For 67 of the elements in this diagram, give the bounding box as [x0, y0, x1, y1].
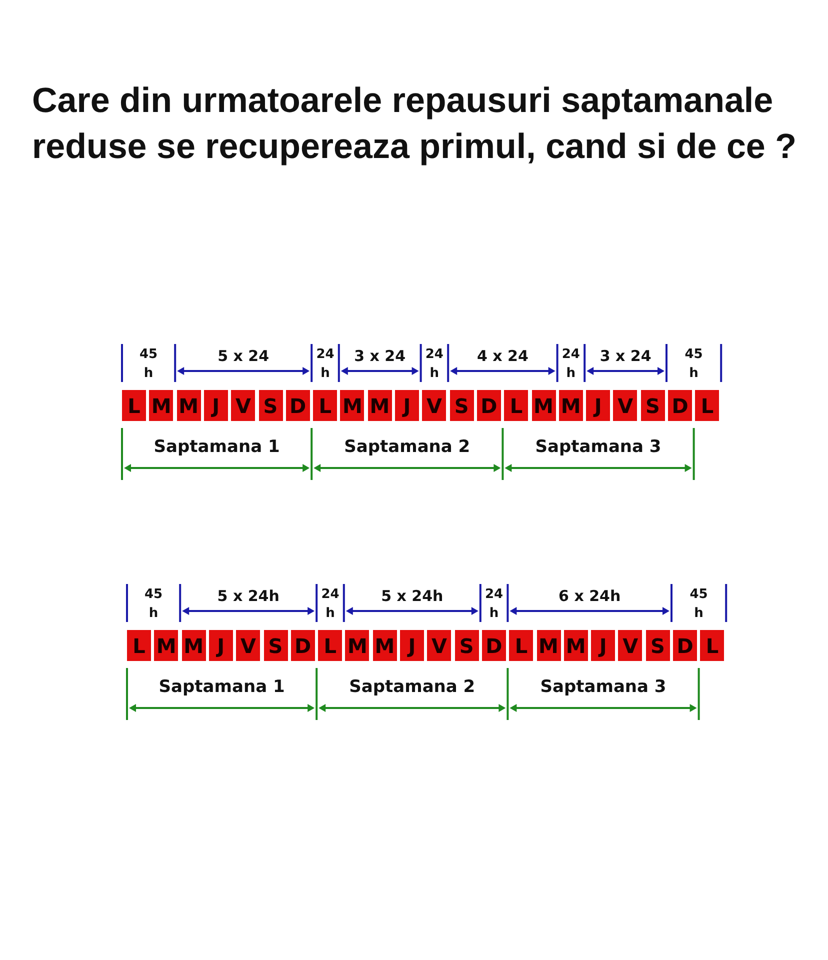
- day-cell: M: [564, 630, 588, 661]
- rest-label: 24 h: [425, 346, 444, 383]
- day-cell: L: [313, 390, 338, 421]
- day-cell: M: [154, 630, 178, 661]
- day-cell: L: [318, 630, 342, 661]
- day-cell: J: [400, 630, 424, 661]
- day-cell: D: [476, 390, 501, 421]
- rest-label: 45 h: [144, 586, 163, 623]
- rest-label: 24 h: [562, 346, 580, 383]
- day-cell: V: [618, 630, 642, 661]
- day-cell: L: [122, 390, 146, 421]
- day-cell: S: [258, 390, 282, 421]
- dimension-label: 3 x 24: [354, 348, 406, 364]
- day-cell: J: [208, 630, 233, 661]
- day-cell: V: [613, 390, 638, 421]
- rest-label: 24 h: [316, 346, 334, 383]
- day-cell: V: [231, 390, 256, 421]
- day-cell: M: [536, 630, 560, 661]
- day-cell: M: [532, 390, 556, 421]
- week-label: Saptamana 3: [535, 438, 662, 457]
- day-cell: J: [204, 390, 228, 421]
- day-cell: S: [646, 630, 670, 661]
- title: Care din urmatoarele repausuri saptamanale reduse se recupereaza primul, cand si de ce ?: [32, 80, 798, 168]
- day-cell: J: [586, 390, 610, 421]
- dimension-label: 4 x 24: [476, 348, 528, 364]
- rest-label: 45 h: [684, 346, 703, 383]
- day-cell: M: [372, 630, 397, 661]
- day-cell: S: [454, 630, 479, 661]
- day-cell: M: [368, 390, 392, 421]
- day-cell: S: [450, 390, 474, 421]
- week-label: Saptamana 1: [154, 438, 280, 457]
- week-label: Saptamana 1: [158, 678, 285, 697]
- day-cell: L: [700, 630, 724, 661]
- day-cell: D: [482, 630, 506, 661]
- day-cell: V: [236, 630, 260, 661]
- day-cell: S: [264, 630, 288, 661]
- day-cell: D: [290, 630, 315, 661]
- day-cell: V: [427, 630, 452, 661]
- day-cell: J: [591, 630, 616, 661]
- day-cell: M: [340, 390, 364, 421]
- day-cell: M: [345, 630, 370, 661]
- rest-label: 24 h: [485, 586, 504, 623]
- day-cell: S: [640, 390, 665, 421]
- dimension-label: 5 x 24: [218, 348, 270, 364]
- day-cell: L: [504, 390, 528, 421]
- week-label: Saptamana 3: [540, 678, 666, 697]
- day-cell: L: [695, 390, 720, 421]
- week-label: Saptamana 2: [344, 438, 470, 457]
- day-cell: D: [668, 390, 692, 421]
- day-cell: M: [176, 390, 201, 421]
- day-cell: L: [127, 630, 151, 661]
- day-cell: L: [509, 630, 534, 661]
- dimension-label: 3 x 24: [600, 348, 652, 364]
- dimension-label: 5 x 24h: [381, 588, 444, 604]
- day-cell: V: [422, 390, 446, 421]
- day-cell: M: [149, 390, 174, 421]
- day-cell: D: [286, 390, 310, 421]
- day-cell: M: [558, 390, 583, 421]
- dimension-label: 6 x 24h: [558, 588, 621, 604]
- week-label: Saptamana 2: [349, 678, 476, 697]
- day-cell: M: [182, 630, 206, 661]
- rest-label: 45 h: [690, 586, 708, 623]
- dimension-label: 5 x 24h: [217, 588, 280, 604]
- rest-label: 45 h: [140, 346, 158, 383]
- rest-label: 24 h: [321, 586, 340, 623]
- day-cell: D: [673, 630, 697, 661]
- day-cell: J: [395, 390, 419, 421]
